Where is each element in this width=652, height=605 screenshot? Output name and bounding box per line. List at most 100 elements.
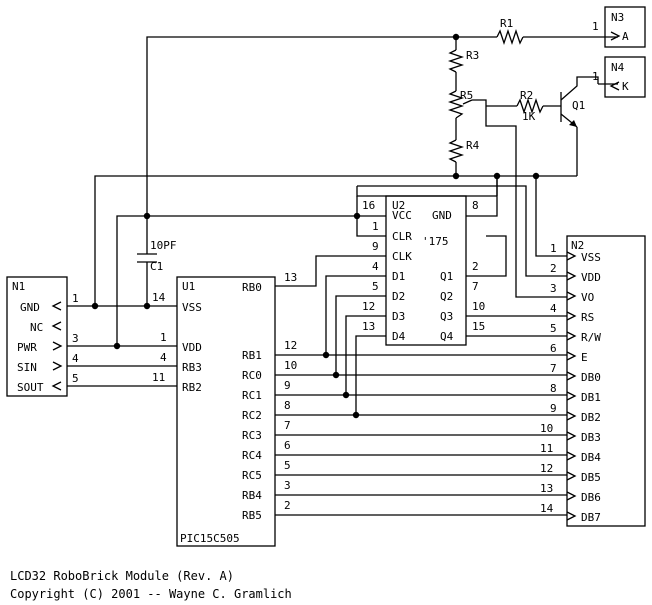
u1-pin-rb1-num: 12 (284, 339, 297, 352)
u1-pin-rc2-name: RC2 (242, 409, 262, 422)
q1-ref: Q1 (572, 99, 585, 112)
u2-pin-d1-name: D1 (392, 270, 405, 283)
u1-pin-rb5-num: 2 (284, 499, 291, 512)
wire-d2 (335, 295, 386, 375)
n2-pin-num: 9 (550, 402, 557, 415)
u1-pin-rb5-name: RB5 (242, 509, 262, 522)
n2-pin-arrow-icon (566, 351, 577, 361)
u2-pin-q2-name: Q2 (440, 290, 453, 303)
u1-ref: U1 (182, 280, 195, 293)
n2-pin-arrow-icon (566, 251, 577, 261)
resistor-r3: R3 (447, 49, 479, 73)
u2-pin-vcc-num: 16 (362, 199, 375, 212)
junction-dot (322, 351, 330, 359)
u1-pin-vdd-num: 1 (160, 331, 167, 344)
r1-ref: R1 (500, 17, 513, 30)
u2-pin-q3-name: Q3 (440, 310, 453, 323)
r1-symbol-icon (496, 28, 524, 46)
n2-pin-num: 5 (550, 322, 557, 335)
connector-n3: N3 A 1 (592, 6, 646, 48)
n2-pin-name: DB1 (581, 391, 601, 404)
u2-part: '175 (422, 235, 449, 248)
n2-pin-num: 10 (540, 422, 553, 435)
n2-pin-arrow-icon (566, 291, 577, 301)
n2-pin-name: VO (581, 291, 594, 304)
u2-pin-gnd-name: GND (432, 209, 452, 222)
n2-pin-name: RS (581, 311, 594, 324)
u1-pin-rb3-num: 4 (160, 351, 167, 364)
n2-pin-name: DB6 (581, 491, 601, 504)
n4-arrow-icon (609, 81, 620, 91)
n2-pin-num: 13 (540, 482, 553, 495)
u2-pin-d4-num: 13 (362, 320, 375, 333)
u1-pin-rb2-num: 11 (152, 371, 165, 384)
n2-pin-arrow-icon (566, 311, 577, 321)
u2-pin-q4-name: Q4 (440, 330, 454, 343)
wire-vdd-top-stub (356, 186, 497, 197)
n2-pin-arrow-icon (566, 411, 577, 421)
n1-pin-pwr-num: 3 (72, 332, 79, 345)
schematic-copyright: Copyright (C) 2001 -- Wayne C. Gramlich (10, 587, 292, 601)
u2-pin-vcc-name: VCC (392, 209, 412, 222)
junction-dot (452, 172, 460, 180)
n3-pin-num: 1 (592, 20, 599, 33)
junction-dot (353, 212, 361, 220)
junction-dot (532, 172, 540, 180)
u1-pin-rc0-name: RC0 (242, 369, 262, 382)
n2-pin-num: 3 (550, 282, 557, 295)
u1-pin-rb0-num: 13 (284, 271, 297, 284)
junctions (91, 33, 540, 419)
u2-pin-d2-num: 5 (372, 280, 379, 293)
u2-pin-q3-num: 10 (472, 300, 485, 313)
wire-gnd-n2-vss (535, 176, 567, 257)
n4-ref: N4 (611, 61, 625, 74)
r4-ref: R4 (466, 139, 480, 152)
n2-pin-num: 14 (540, 502, 554, 515)
n2-pin-arrow-icon (566, 451, 577, 461)
u2-pin-q2-num: 7 (472, 280, 479, 293)
n2-pin-num: 12 (540, 462, 553, 475)
n1-pin-gnd-num: 1 (72, 292, 79, 305)
junction-dot (352, 411, 360, 419)
u1-body (176, 276, 276, 547)
n2-pin-num: 6 (550, 342, 557, 355)
n2-pin-arrow-icon (566, 431, 577, 441)
n2-pin-name: DB3 (581, 431, 601, 444)
q1-collector-icon (560, 76, 599, 101)
wire-d4 (355, 335, 386, 415)
u2-pin-q4-num: 15 (472, 320, 485, 333)
wire-vdd-rail (116, 215, 386, 346)
n2-pin-arrow-icon (566, 271, 577, 281)
u1-pin-rb4-num: 3 (284, 479, 291, 492)
n1-pin-sin-name: SIN (17, 361, 37, 374)
wire-u2-clr (356, 216, 386, 237)
junction-dot (143, 302, 151, 310)
junction-dot (143, 212, 151, 220)
capacitor-c1: 10PF C1 (137, 239, 177, 273)
r2-ref: R2 (520, 89, 533, 102)
wire-d3 (345, 315, 386, 395)
n2-pin-name: DB7 (581, 511, 601, 524)
n3-ref: N3 (611, 11, 624, 24)
u2-pin-d2-name: D2 (392, 290, 405, 303)
wire-q1-loop (466, 235, 507, 277)
wire-gnd-rail (94, 175, 577, 306)
u1-pin-rc0-num: 10 (284, 359, 297, 372)
connector-n2: N2 1VSS2VDD3VO4RS5R/W6E7DB08DB19DB210DB3… (540, 235, 646, 527)
c1-value: 10PF (150, 239, 177, 252)
u2-pin-clr-name: CLR (392, 230, 412, 243)
n1-pwr-arrow-icon (52, 341, 63, 351)
junction-dot (113, 342, 121, 350)
r3-symbol-icon (447, 49, 465, 73)
n2-pin-name: DB5 (581, 471, 601, 484)
u1-pin-rc5-name: RC5 (242, 469, 262, 482)
r4-symbol-icon (447, 139, 465, 163)
n2-pin-arrow-icon (566, 331, 577, 341)
r3-ref: R3 (466, 49, 479, 62)
n2-pin-num: 4 (550, 302, 557, 315)
n1-sout-arrow-icon (51, 381, 62, 391)
u1-pin-rb0-name: RB0 (242, 281, 262, 294)
r5-wiper-arrow-icon (462, 99, 473, 105)
n1-body (6, 276, 68, 397)
u1-pin-rc3-num: 7 (284, 419, 291, 432)
